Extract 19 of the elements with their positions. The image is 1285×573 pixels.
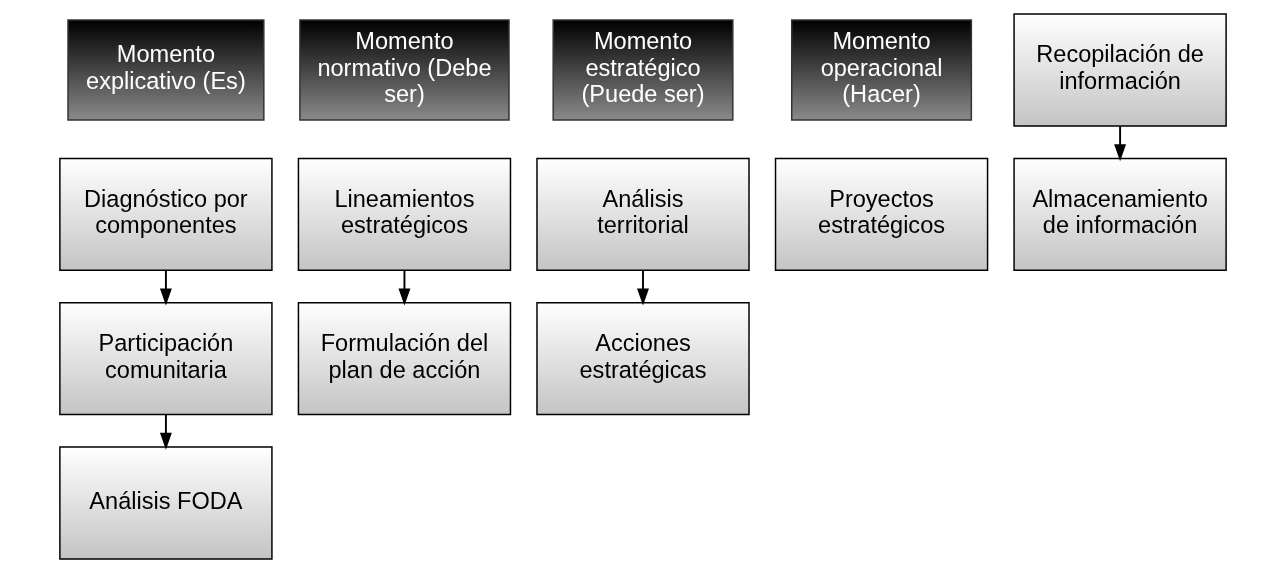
arrow [159, 413, 172, 450]
node-box: Momento normativo (Debe ser) [298, 19, 510, 121]
arrow [159, 269, 172, 306]
arrow [636, 269, 649, 306]
arrow [397, 269, 410, 306]
node-box: Momento estratégico (Puede ser) [551, 19, 734, 121]
node-box: Formulación del plan de acción [297, 301, 511, 416]
node-box: Momento operacional (Hacer) [790, 19, 972, 121]
node-box: Recopilación de información [1012, 13, 1227, 127]
node-box: Análisis FODA [58, 446, 273, 560]
node-box: Almacenamiento de información [1012, 157, 1227, 272]
node-box: Análisis territorial [535, 157, 750, 272]
node-box: Momento explicativo (Es) [66, 19, 265, 121]
node-box: Lineamientos estratégicos [297, 157, 511, 272]
arrow [1113, 125, 1126, 162]
node-box: Proyectos estratégicos [774, 157, 988, 272]
node-box: Acciones estratégicas [535, 301, 750, 416]
node-box: Diagnóstico por componentes [58, 157, 273, 272]
node-box: Participación comunitaria [58, 301, 273, 416]
